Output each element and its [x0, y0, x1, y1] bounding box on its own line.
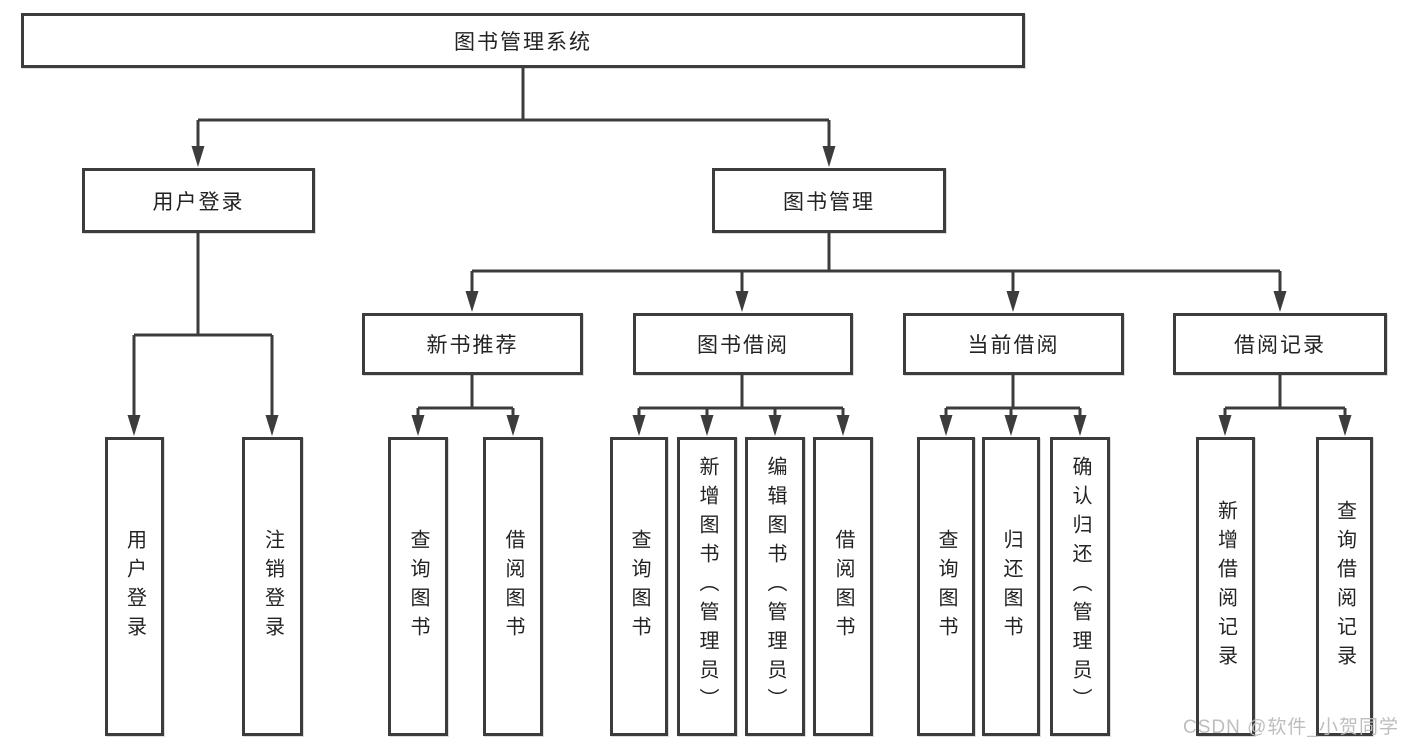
- leaf-borrow-books-borrowing: 借阅图书: [813, 437, 873, 736]
- leaf-query-borrow-record: 查询借阅记录: [1316, 437, 1373, 736]
- node-label: 借阅记录: [1234, 334, 1326, 357]
- leaf-add-book-admin: 新增图书（管理员）: [677, 437, 737, 736]
- leaf-label: 注销登录: [261, 528, 284, 645]
- leaf-label: 借阅图书: [832, 528, 854, 645]
- leaf-query-books-newbook: 查询图书: [388, 437, 448, 736]
- node-label: 图书管理: [783, 190, 875, 214]
- leaf-label: 查询借阅记录: [1333, 499, 1356, 674]
- node-borrow-records: 借阅记录: [1173, 313, 1387, 375]
- leaf-label: 归还图书: [1000, 528, 1022, 645]
- node-current-borrowing: 当前借阅: [903, 313, 1124, 375]
- csdn-watermark: CSDN @软件_小贺同学: [1183, 717, 1399, 738]
- leaf-label: 借阅图书: [502, 528, 524, 645]
- node-new-book-recommend: 新书推荐: [362, 313, 583, 375]
- leaf-query-books-borrowing: 查询图书: [610, 437, 668, 736]
- leaf-label: 编辑图书（管理员）: [764, 456, 786, 717]
- node-book-management: 图书管理: [712, 168, 946, 233]
- leaf-label: 查询图书: [628, 528, 650, 645]
- node-library-management-system: 图书管理系统: [21, 13, 1025, 68]
- node-book-borrowing: 图书借阅: [633, 313, 853, 375]
- leaf-label: 用户登录: [123, 528, 146, 645]
- node-label: 图书借阅: [697, 334, 789, 357]
- leaf-add-borrow-record: 新增借阅记录: [1196, 437, 1255, 736]
- node-label: 新书推荐: [426, 334, 519, 357]
- node-label: 当前借阅: [967, 334, 1060, 357]
- leaf-query-books-current: 查询图书: [917, 437, 975, 736]
- node-label: 图书管理系统: [454, 30, 592, 54]
- leaf-label: 确认归还（管理员）: [1069, 456, 1091, 717]
- leaf-label: 查询图书: [935, 528, 957, 645]
- leaf-borrow-books-newbook: 借阅图书: [483, 437, 543, 736]
- node-label: 用户登录: [152, 190, 245, 214]
- leaf-label: 新增借阅记录: [1214, 499, 1237, 674]
- leaf-label: 查询图书: [407, 528, 429, 645]
- leaf-confirm-return-admin: 确认归还（管理员）: [1050, 437, 1110, 736]
- leaf-label: 新增图书（管理员）: [696, 456, 718, 717]
- node-user-login: 用户登录: [82, 168, 315, 233]
- leaf-logout-login: 注销登录: [242, 437, 303, 736]
- leaf-return-books: 归还图书: [982, 437, 1040, 736]
- leaf-edit-book-admin: 编辑图书（管理员）: [745, 437, 805, 736]
- leaf-user-login: 用户登录: [105, 437, 164, 736]
